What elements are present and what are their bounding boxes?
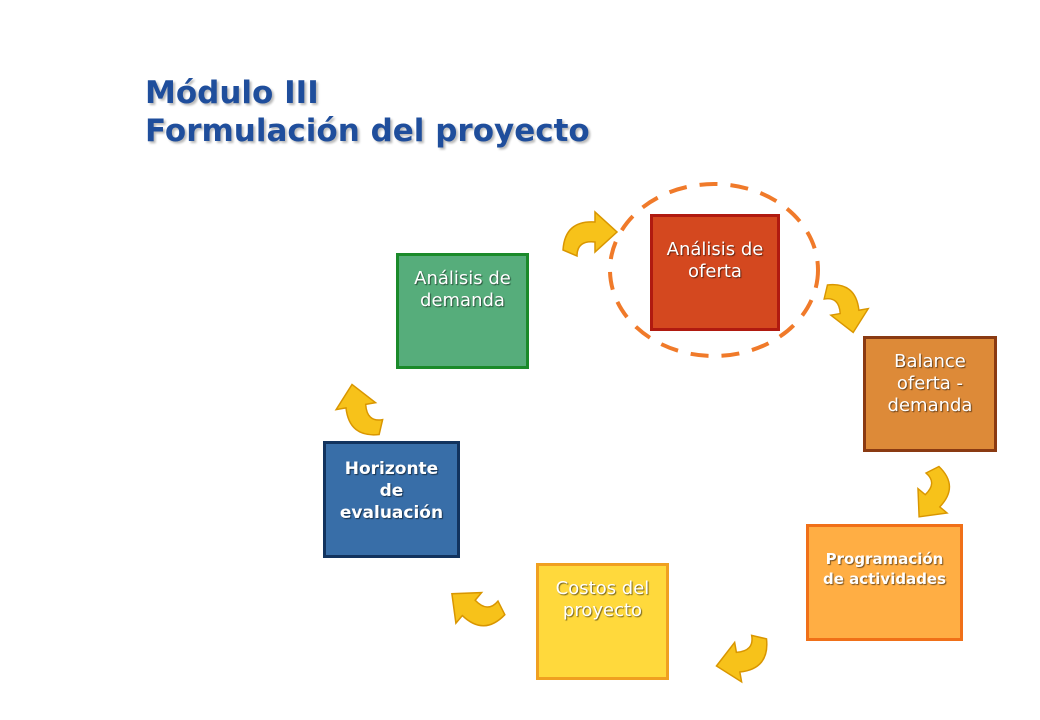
step-analisis-oferta: Análisis de oferta bbox=[650, 214, 780, 331]
page-title: Módulo III Formulación del proyecto bbox=[145, 74, 590, 150]
step-label: Análisis de oferta bbox=[666, 239, 764, 282]
curved-arrow-icon bbox=[900, 462, 968, 530]
step-horizonte-evaluacion: Horizonte de evaluación bbox=[323, 441, 460, 558]
step-balance-oferta-demanda: Balance oferta - demanda bbox=[863, 336, 997, 452]
step-costos-proyecto: Costos del proyecto bbox=[536, 563, 669, 680]
step-label: Horizonte de evaluación bbox=[339, 459, 444, 523]
curved-arrow-icon bbox=[711, 632, 774, 687]
highlight-ring bbox=[608, 182, 820, 358]
step-label: Análisis de demanda bbox=[414, 268, 511, 311]
title-line-2: Formulación del proyecto bbox=[145, 113, 590, 149]
curved-arrow-icon bbox=[331, 379, 386, 442]
step-label: Balance oferta - demanda bbox=[887, 351, 973, 416]
curved-arrow-icon bbox=[821, 277, 873, 338]
step-label: Programación de actividades bbox=[822, 550, 947, 588]
title-line-1: Módulo III bbox=[145, 75, 319, 111]
curved-arrow-icon bbox=[562, 211, 618, 257]
step-programacion-actividades: Programación de actividades bbox=[806, 524, 963, 641]
curved-arrow-icon bbox=[438, 574, 510, 645]
step-analisis-demanda: Análisis de demanda bbox=[396, 253, 529, 369]
step-label: Costos del proyecto bbox=[555, 578, 650, 621]
